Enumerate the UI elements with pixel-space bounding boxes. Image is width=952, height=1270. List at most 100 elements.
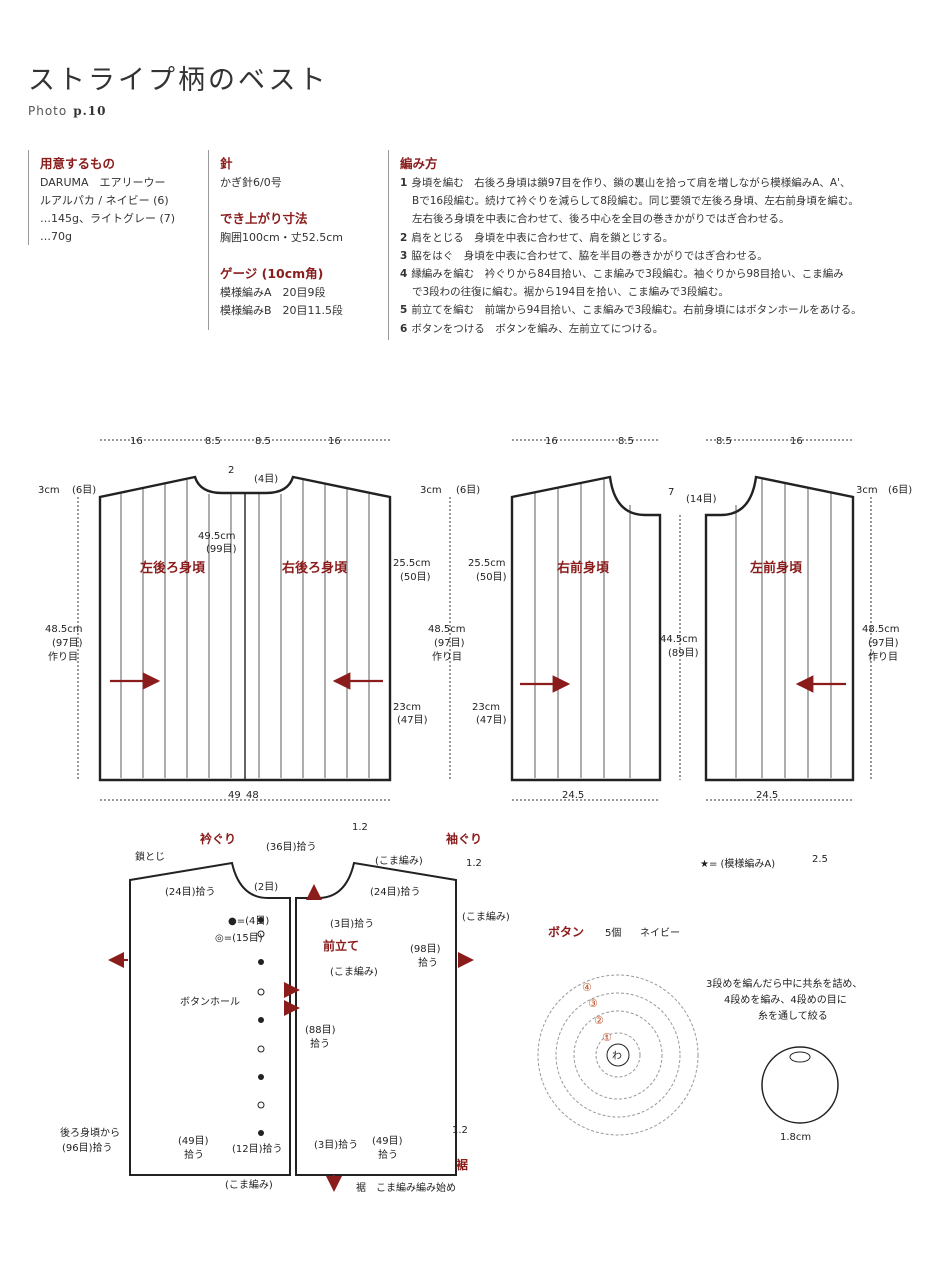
- button-markers: [257, 917, 265, 1136]
- svg-text:8.5: 8.5: [255, 436, 271, 447]
- svg-text:48.5cm: 48.5cm: [45, 624, 83, 635]
- svg-text:後ろ身頃から: 後ろ身頃から: [60, 1126, 120, 1139]
- svg-text:(97目): (97目): [434, 638, 465, 649]
- svg-text:(こま編み): (こま編み): [330, 965, 378, 978]
- svg-text:ネイビー: ネイビー: [640, 927, 680, 939]
- left-back-label: 左後ろ身頃: [140, 560, 206, 576]
- svg-text:(6目): (6目): [888, 485, 912, 496]
- dimension-lines: [77, 439, 872, 801]
- button-chart: [537, 974, 699, 1136]
- needle-heading: 針: [220, 156, 233, 171]
- materials-list: DARUMA エアリーウールアルパカ / ネイビー (6) …145g、ライトグ…: [40, 176, 176, 243]
- svg-text:(24目)拾う: (24目)拾う: [370, 885, 421, 898]
- svg-text:(47目): (47目): [397, 715, 428, 726]
- svg-text:(6目): (6目): [72, 485, 96, 496]
- svg-text:裾 こま編み編み始め: 裾 こま編み編み始め: [356, 1181, 456, 1194]
- right-front-piece: [510, 475, 662, 782]
- svg-text:わ: わ: [612, 1050, 622, 1062]
- svg-text:拾う: 拾う: [310, 1037, 330, 1050]
- svg-text:48: 48: [246, 790, 259, 801]
- svg-text:★= (模様編みA): ★= (模様編みA): [700, 857, 775, 870]
- svg-text:(98目): (98目): [410, 944, 441, 955]
- svg-text:(97目): (97目): [52, 638, 83, 649]
- svg-text:25.5cm: 25.5cm: [393, 558, 431, 569]
- svg-text:16: 16: [545, 436, 558, 447]
- svg-text:拾う: 拾う: [418, 956, 438, 969]
- svg-text:拾う: 拾う: [378, 1148, 398, 1161]
- svg-text:3段めを編んだら中に共糸を詰め、: 3段めを編んだら中に共糸を詰め、: [706, 977, 862, 990]
- svg-text:(97目): (97目): [868, 638, 899, 649]
- svg-text:49.5cm: 49.5cm: [198, 531, 236, 542]
- svg-text:(14目): (14目): [686, 494, 717, 505]
- svg-text:(こま編み): (こま編み): [462, 910, 510, 923]
- svg-text:25.5cm: 25.5cm: [468, 558, 506, 569]
- svg-text:(47目): (47目): [476, 715, 507, 726]
- svg-text:2.5: 2.5: [812, 854, 828, 865]
- svg-text:(96目)拾う: (96目)拾う: [62, 1141, 113, 1154]
- svg-text:1.2: 1.2: [452, 1125, 468, 1136]
- svg-text:④: ④: [582, 981, 592, 994]
- svg-text:①: ①: [602, 1031, 612, 1044]
- svg-text:③: ③: [588, 997, 598, 1010]
- svg-text:(4目): (4目): [254, 474, 278, 485]
- svg-text:衿ぐり: 衿ぐり: [200, 831, 236, 846]
- left-front-label: 左前身頃: [750, 560, 803, 576]
- svg-text:(49目): (49目): [372, 1136, 403, 1147]
- svg-text:(3目)拾う: (3目)拾う: [330, 917, 374, 930]
- svg-text:23cm: 23cm: [472, 702, 500, 713]
- svg-text:前立て: 前立て: [323, 938, 359, 953]
- page-title: ストライプ柄のベスト: [28, 65, 329, 96]
- gauge-heading: ゲージ (10cm角): [220, 266, 324, 281]
- svg-text:1.2: 1.2: [352, 822, 368, 833]
- svg-text:3cm: 3cm: [420, 485, 442, 496]
- svg-text:拾う: 拾う: [184, 1148, 204, 1161]
- svg-text:ボタンホール: ボタンホール: [180, 996, 240, 1008]
- svg-text:8.5: 8.5: [716, 436, 732, 447]
- svg-text:48.5cm: 48.5cm: [862, 624, 900, 635]
- svg-text:ボタン: ボタン: [548, 924, 584, 939]
- svg-text:◎=(15目): ◎=(15目): [215, 933, 263, 944]
- right-front-label: 右前身頃: [556, 560, 610, 576]
- svg-text:(88目): (88目): [305, 1025, 336, 1036]
- svg-text:作り目: 作り目: [48, 651, 78, 663]
- size-heading: でき上がり寸法: [220, 211, 308, 226]
- svg-text:(6目): (6目): [456, 485, 480, 496]
- gauge-values: 模様編みA 20目9段模様編みB 20目11.5段: [220, 286, 344, 317]
- edging-diagram: [129, 861, 457, 1176]
- svg-text:24.5: 24.5: [562, 790, 584, 801]
- svg-text:糸を通して絞る: 糸を通して絞る: [758, 1009, 828, 1022]
- svg-text:1.8cm: 1.8cm: [780, 1132, 811, 1143]
- svg-text:44.5cm: 44.5cm: [660, 634, 698, 645]
- svg-text:作り目: 作り目: [432, 651, 462, 663]
- back-piece: [98, 475, 392, 782]
- materials-heading: 用意するもの: [40, 156, 116, 171]
- svg-text:16: 16: [790, 436, 803, 447]
- svg-text:(50目): (50目): [400, 572, 431, 583]
- dim-back-left-w: 16: [130, 436, 143, 447]
- svg-text:(99目): (99目): [206, 544, 237, 555]
- left-front-piece: [704, 475, 855, 782]
- svg-text:②: ②: [594, 1014, 604, 1027]
- svg-text:(こま編み): (こま編み): [375, 854, 423, 867]
- svg-text:3cm: 3cm: [856, 485, 878, 496]
- edging-arrows: [108, 884, 474, 1192]
- svg-text:(36目)拾う: (36目)拾う: [266, 840, 317, 853]
- back-stripes: [120, 480, 370, 778]
- svg-text:8.5: 8.5: [618, 436, 634, 447]
- svg-text:(49目): (49目): [178, 1136, 209, 1147]
- svg-text:(24目)拾う: (24目)拾う: [165, 885, 216, 898]
- svg-text:4段めを編み、4段めの目に: 4段めを編み、4段めの目に: [724, 993, 847, 1006]
- svg-text:作り目: 作り目: [868, 651, 898, 663]
- svg-text:(2目): (2目): [254, 882, 278, 893]
- svg-text:5個: 5個: [605, 926, 621, 939]
- svg-text:(3目)拾う: (3目)拾う: [314, 1138, 358, 1151]
- svg-text:23cm: 23cm: [393, 702, 421, 713]
